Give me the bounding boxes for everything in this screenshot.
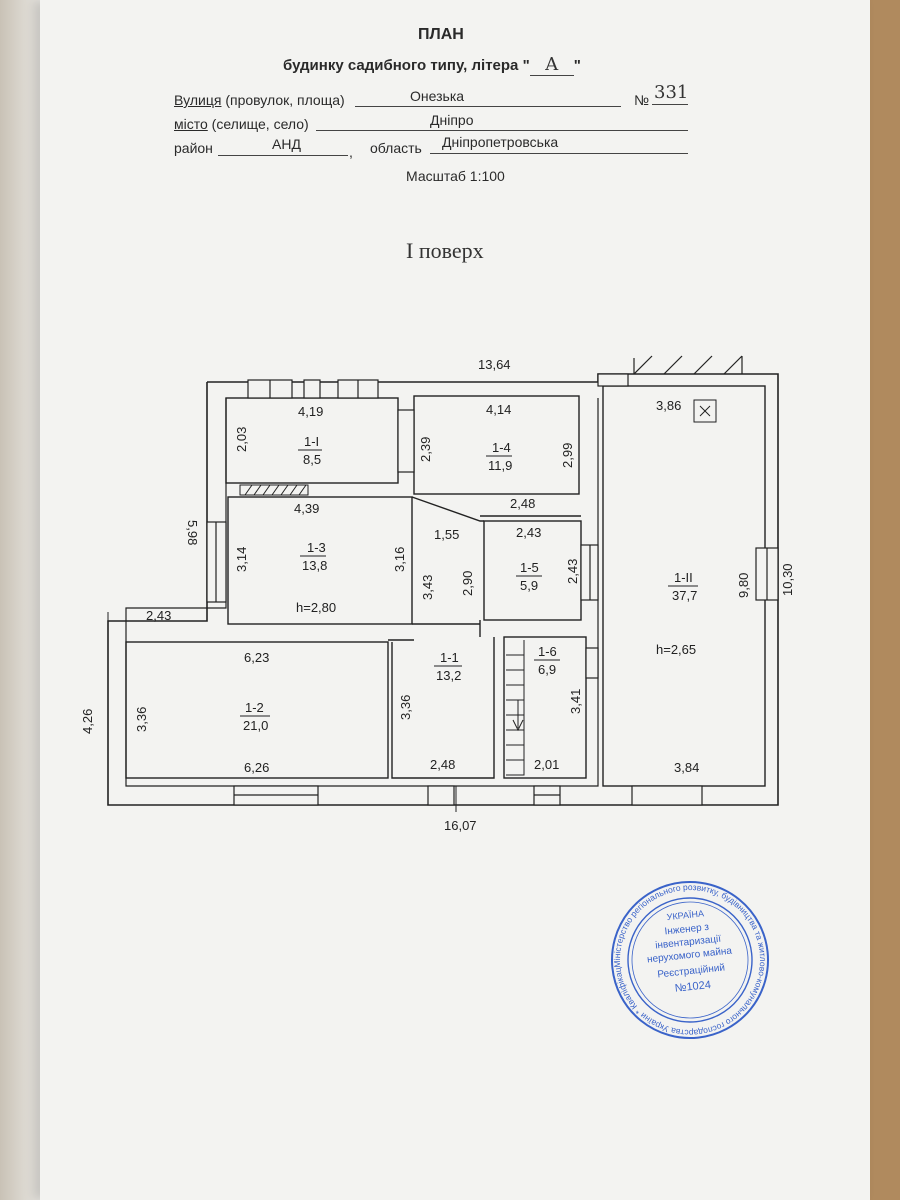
room-1I-id: 1-I xyxy=(304,434,319,449)
room-15-area: 5,9 xyxy=(520,578,538,593)
room-13-height: h=2,80 xyxy=(296,600,336,615)
dim-1II-h: 9,80 xyxy=(736,573,751,598)
room-16-id: 1-6 xyxy=(538,644,557,659)
dim-15-w: 2,43 xyxy=(516,525,541,540)
city-label: місто xyxy=(174,116,208,132)
windows xyxy=(206,373,779,806)
dim-14-w: 4,14 xyxy=(486,402,511,417)
dim-hall-l: 3,43 xyxy=(420,575,435,600)
dim-1I-w: 4,19 xyxy=(298,404,323,419)
street-label: Вулиця xyxy=(174,92,222,108)
dim-13-hl: 3,14 xyxy=(234,547,249,572)
hall-diagonal xyxy=(411,496,484,522)
city-value: Дніпро xyxy=(430,112,474,128)
room-11-id: 1-1 xyxy=(440,650,459,665)
city-note: (селище, село) xyxy=(211,116,309,132)
dim-1II-w: 3,86 xyxy=(656,398,681,413)
doc-subtitle: будинку садибного типу, літера "А" xyxy=(283,54,581,76)
subtitle-prefix: будинку садибного типу, літера " xyxy=(283,57,530,74)
room-13-id: 1-3 xyxy=(307,540,326,555)
subtitle-suffix: " xyxy=(573,57,581,74)
dim-598: 5,98 xyxy=(185,520,200,545)
scale-label: Масштаб 1:100 xyxy=(406,168,505,184)
number-label: № xyxy=(634,92,650,108)
stamp-line-2: Інженер з xyxy=(664,922,710,938)
dim-hall-r: 2,90 xyxy=(460,571,475,596)
room-1-1 xyxy=(391,637,495,779)
city-line xyxy=(316,130,688,131)
dimension-lines xyxy=(107,612,457,812)
dim-13-top: 4,39 xyxy=(294,501,319,516)
room-11-area: 13,2 xyxy=(436,668,461,683)
room-1-2 xyxy=(125,641,389,779)
dim-15-h: 2,43 xyxy=(565,559,580,584)
dim-overall-width: 13,64 xyxy=(478,357,511,372)
litera-value: А xyxy=(529,54,574,76)
street-label-row: Вулиця (провулок, площа) xyxy=(174,92,345,108)
street-line xyxy=(355,106,621,107)
vent-icon xyxy=(693,399,717,423)
binding-edge xyxy=(0,0,40,1200)
dim-1I-h: 2,03 xyxy=(234,427,249,452)
room-15-id: 1-5 xyxy=(520,560,539,575)
region-label: область xyxy=(370,140,422,156)
room-12-id: 1-2 xyxy=(245,700,264,715)
room-1I-area: 8,5 xyxy=(303,452,321,467)
room-14-id: 1-4 xyxy=(492,440,511,455)
doc-title: ПЛАН xyxy=(418,26,464,43)
dim-243-left: 2,43 xyxy=(146,608,171,623)
room-13-area: 13,8 xyxy=(302,558,327,573)
room-1-3 xyxy=(227,496,413,625)
dim-1030: 10,30 xyxy=(780,563,795,596)
room-1II-height: h=2,65 xyxy=(656,642,696,657)
stamp-line-5: Реєстраційний xyxy=(657,962,726,980)
dim-11-h: 3,36 xyxy=(398,695,413,720)
dim-overall-bottom: 16,07 xyxy=(444,818,477,833)
floor-title: І поверх xyxy=(406,238,484,263)
room-1-6 xyxy=(503,636,587,779)
canopy-hatches xyxy=(633,355,743,375)
number-value: 331 xyxy=(654,82,689,103)
street-value: Онезька xyxy=(410,88,465,104)
dim-16-h: 3,41 xyxy=(568,689,583,714)
district-label: район xyxy=(174,140,213,156)
dim-11-bottom: 2,48 xyxy=(430,757,455,772)
region-line xyxy=(430,153,688,154)
plan-labels: 13,64 16,07 5,98 2,43 4,26 10,30 4,19 2,… xyxy=(80,357,795,833)
hatched-wall xyxy=(239,484,309,496)
official-stamp: Міністерство регіонального розвитку, буд… xyxy=(0,0,776,1110)
region-value: Дніпропетровська xyxy=(442,134,559,150)
district-value: АНД xyxy=(272,136,301,152)
dim-13-hr: 3,16 xyxy=(392,547,407,572)
stamp-line-6: №1024 xyxy=(674,979,711,995)
dim-12-bottom: 6,26 xyxy=(244,760,269,775)
dim-1II-bottom: 3,84 xyxy=(674,760,699,775)
street-note: (провулок, площа) xyxy=(225,92,345,108)
dim-16-bottom: 2,01 xyxy=(534,757,559,772)
room-1II-area: 37,7 xyxy=(672,588,697,603)
dim-14-hr: 2,99 xyxy=(560,443,575,468)
dim-12-h: 3,36 xyxy=(134,707,149,732)
district-comma: , xyxy=(349,144,353,160)
stairs xyxy=(506,640,525,776)
dim-hall-top: 1,55 xyxy=(434,527,459,542)
inner-walls xyxy=(125,395,587,779)
number-line xyxy=(652,104,688,105)
room-14-area: 11,9 xyxy=(488,458,512,473)
city-label-row: місто (селище, село) xyxy=(174,116,309,132)
dim-12-w: 6,23 xyxy=(244,650,269,665)
dim-14-hl: 2,39 xyxy=(418,437,433,462)
room-1II-id: 1-II xyxy=(674,570,693,585)
stamp-line-1: УКРАЇНА xyxy=(666,908,704,922)
room-12-area: 21,0 xyxy=(243,718,268,733)
dim-426: 4,26 xyxy=(80,709,95,734)
dim-15-top-out: 2,48 xyxy=(510,496,535,511)
district-line xyxy=(218,155,348,156)
room-16-area: 6,9 xyxy=(538,662,556,677)
